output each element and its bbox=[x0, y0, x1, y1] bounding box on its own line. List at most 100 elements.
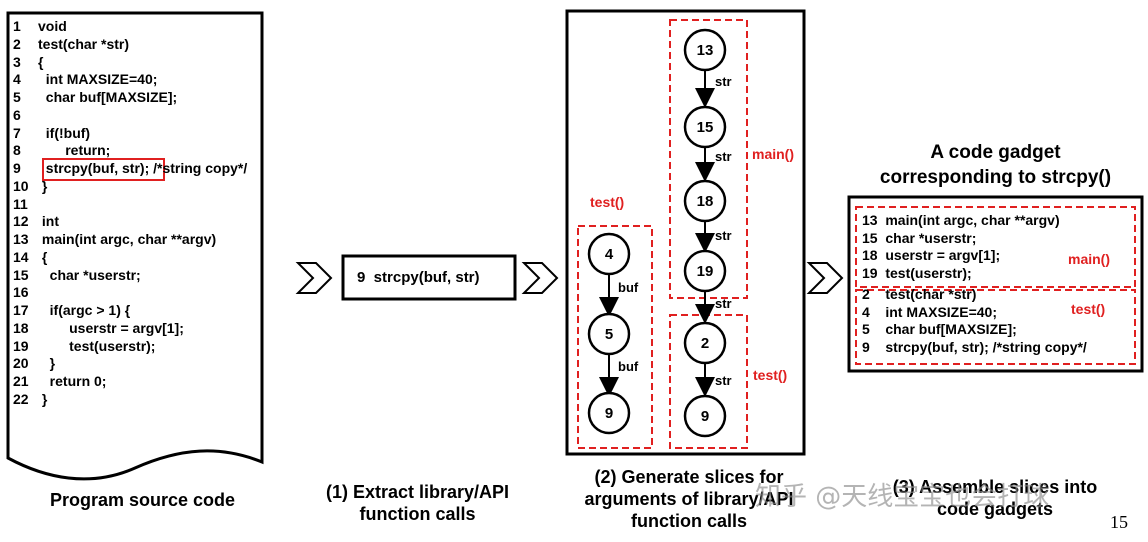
caption-slices-line1: (2) Generate slices for bbox=[594, 467, 784, 487]
code-line-text: if(!buf) bbox=[38, 124, 91, 141]
gadget-main-line: 13 main(int argc, char **argv) bbox=[862, 212, 1060, 228]
gadget-box bbox=[847, 195, 1144, 373]
caption-assemble-line2: code gadgets bbox=[936, 499, 1054, 519]
code-line-number: 9 bbox=[13, 160, 21, 176]
slice-node bbox=[587, 391, 631, 435]
edge-label: str bbox=[715, 296, 732, 311]
caption-slices-line2: arguments of library/API bbox=[584, 489, 794, 509]
code-line-number: 11 bbox=[13, 195, 28, 212]
code-line-text: void bbox=[38, 18, 67, 34]
test-slice-dashed-box bbox=[577, 225, 653, 449]
main-slice-label: main() bbox=[752, 146, 794, 162]
gadget-title-line2: corresponding to strcpy() bbox=[879, 167, 1112, 188]
node-label: 18 bbox=[697, 193, 714, 210]
caption-slices: (2) Generate slices for arguments of lib… bbox=[558, 466, 820, 532]
code-line-text: return 0; bbox=[38, 373, 107, 389]
chevron-arrow-1 bbox=[295, 262, 333, 294]
slice-node bbox=[587, 312, 631, 356]
code-line-number: 10 bbox=[13, 177, 29, 194]
source-code-document bbox=[6, 11, 264, 481]
code-line-number: 3 bbox=[13, 53, 21, 70]
code-line-number: 14 bbox=[13, 248, 29, 265]
edge-label: str bbox=[715, 149, 732, 164]
edge-label: str bbox=[715, 373, 732, 388]
code-line-number: 6 bbox=[13, 106, 21, 123]
chevron-arrow-2 bbox=[521, 262, 559, 294]
gadget-main-line: 18 userstr = argv[1]; bbox=[862, 247, 1001, 263]
caption-extract: (1) Extract library/API function calls bbox=[300, 481, 535, 525]
gadget-main-line: 15 char *userstr; bbox=[862, 229, 977, 246]
code-line-text: { bbox=[38, 248, 48, 265]
node-label: 2 bbox=[701, 335, 709, 352]
code-line-number: 19 bbox=[13, 337, 29, 354]
caption-slices-line3: function calls bbox=[630, 511, 747, 531]
code-line-number: 8 bbox=[13, 142, 21, 159]
code-line-text: } bbox=[38, 390, 48, 407]
extract-box-text: 9 strcpy(buf, str) bbox=[357, 269, 480, 286]
code-line-number: 12 bbox=[13, 213, 29, 230]
code-line-text: main(int argc, char **argv) bbox=[38, 231, 217, 247]
gadget-test-line: 5 char buf[MAXSIZE]; bbox=[862, 321, 1017, 337]
edge-label: str bbox=[715, 74, 732, 89]
node-label: 15 bbox=[697, 119, 714, 136]
slice-node bbox=[683, 28, 727, 72]
code-line-text: strcpy(buf, str); /*string copy*/ bbox=[38, 160, 248, 176]
slice-node bbox=[683, 179, 727, 223]
gadget-test-label: test() bbox=[1071, 301, 1106, 317]
caption-assemble: (3) Assemble slices into code gadgets bbox=[860, 476, 1130, 520]
code-line-number: 18 bbox=[13, 319, 29, 336]
caption-assemble-line1: (3) Assemble slices into bbox=[892, 477, 1098, 497]
gadget-test-line: 4 int MAXSIZE=40; bbox=[862, 303, 997, 320]
strcpy-highlight-box bbox=[42, 158, 165, 181]
code-line-text: char *userstr; bbox=[38, 266, 141, 283]
edge-label: buf bbox=[618, 359, 639, 374]
caption-extract-line2: function calls bbox=[359, 504, 476, 524]
code-line-number: 17 bbox=[13, 302, 29, 318]
code-line-text: char buf[MAXSIZE]; bbox=[38, 89, 178, 105]
gadget-main-dashed-box bbox=[855, 206, 1136, 288]
slice-node bbox=[683, 321, 727, 365]
gadget-main-label: main() bbox=[1068, 251, 1110, 267]
code-line-text: test(userstr); bbox=[38, 337, 156, 354]
node-label: 13 bbox=[697, 42, 714, 59]
caption-source: Program source code bbox=[49, 490, 236, 510]
node-label: 5 bbox=[605, 326, 613, 343]
code-line-number: 13 bbox=[13, 231, 29, 247]
code-line-text: userstr = argv[1]; bbox=[38, 319, 184, 336]
test-slice-label: test() bbox=[590, 194, 625, 210]
gadget-test-line: 9 strcpy(buf, str); /*string copy*/ bbox=[862, 338, 1087, 355]
gadget-title: A code gadget corresponding to strcpy() bbox=[849, 140, 1142, 190]
chevron-arrow-3 bbox=[806, 262, 844, 294]
gadget-main-line: 19 test(userstr); bbox=[862, 264, 972, 281]
code-line-text: if(argc > 1) { bbox=[38, 302, 131, 318]
slices-box bbox=[565, 9, 806, 456]
caption-extract-line1: (1) Extract library/API bbox=[325, 482, 510, 502]
slice-node bbox=[683, 249, 727, 293]
code-line-number: 21 bbox=[13, 373, 29, 389]
code-line-number: 5 bbox=[13, 89, 21, 105]
code-line-text: { bbox=[38, 53, 44, 70]
main-slice-dashed-box bbox=[669, 19, 748, 299]
node-label: 19 bbox=[697, 263, 714, 280]
slice-node bbox=[683, 105, 727, 149]
code-line-text: } bbox=[38, 177, 48, 194]
code-line-number: 22 bbox=[13, 390, 29, 407]
code-line-number: 4 bbox=[13, 71, 21, 88]
code-line-number: 20 bbox=[13, 355, 29, 372]
code-line-text: return; bbox=[38, 142, 111, 159]
edge-label: buf bbox=[618, 280, 639, 295]
code-line-number: 15 bbox=[13, 266, 29, 283]
edge-label: str bbox=[715, 228, 732, 243]
watermark: 知乎 @天线宝宝也会打球 bbox=[755, 482, 1050, 512]
test-slice-label-2: test() bbox=[753, 367, 788, 383]
node-label: 4 bbox=[605, 246, 614, 263]
code-line-text: } bbox=[38, 355, 56, 372]
code-line-number: 2 bbox=[13, 35, 21, 52]
code-line-text: int MAXSIZE=40; bbox=[38, 71, 158, 88]
gadget-title-line1: A code gadget bbox=[930, 142, 1061, 163]
code-line-number: 1 bbox=[13, 18, 21, 34]
node-label: 9 bbox=[605, 405, 613, 422]
node-label: 9 bbox=[701, 408, 709, 425]
extract-box bbox=[341, 254, 517, 301]
